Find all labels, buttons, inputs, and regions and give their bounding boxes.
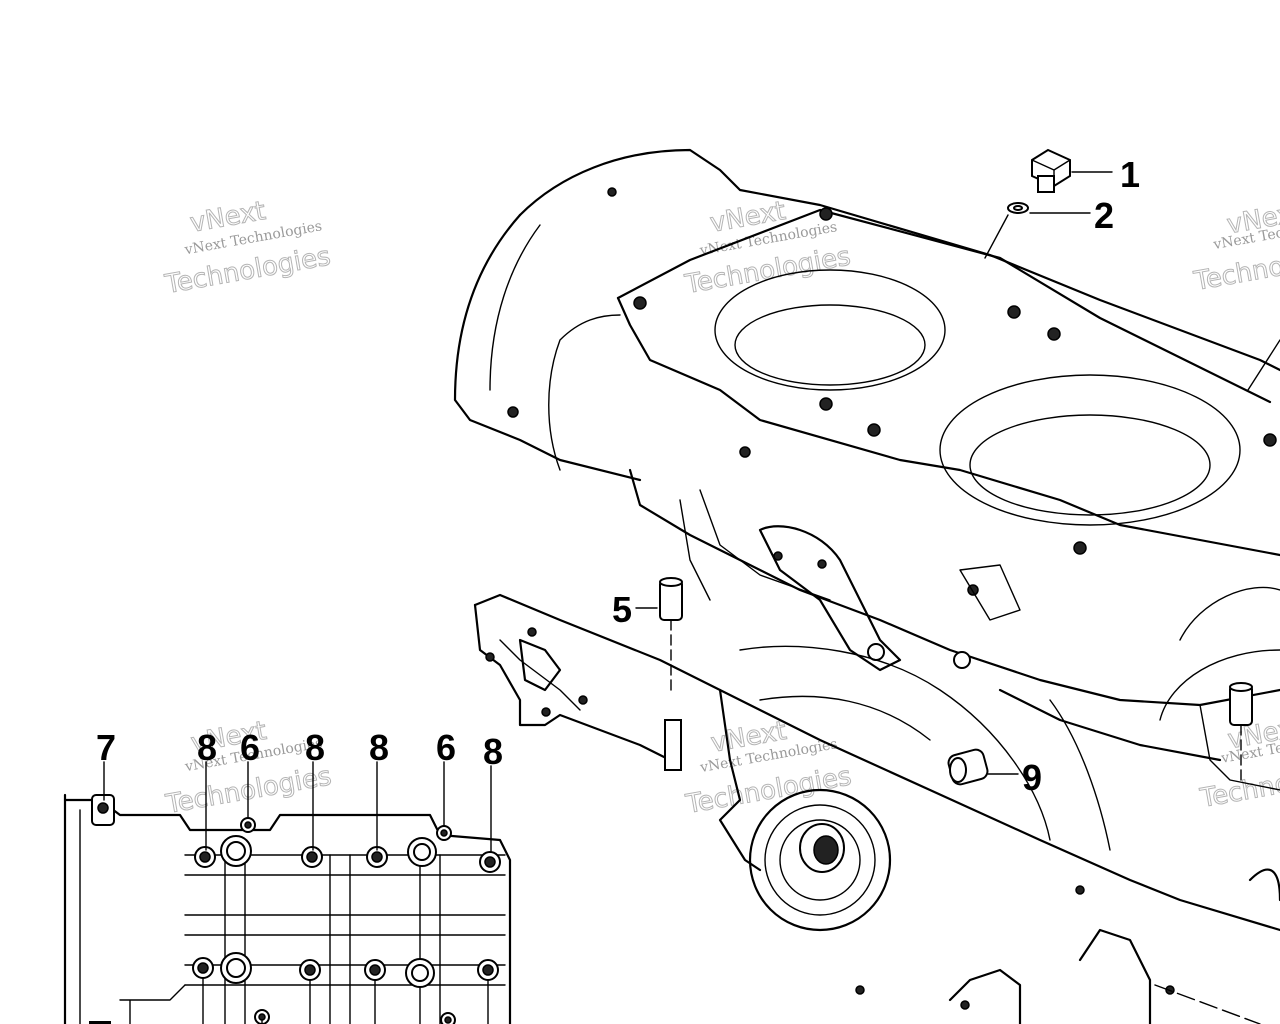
washer-hole <box>1013 205 1023 211</box>
drain-plug-part <box>1031 148 1071 193</box>
callout-8: 8 <box>197 727 217 768</box>
dowel-sleeve-part <box>947 748 989 786</box>
callout-5: 5 <box>612 589 632 630</box>
watermark-group-5: vNext vNext Technologies Technologies <box>682 715 854 820</box>
upper-crankcase <box>453 148 1280 721</box>
watermark-group-1: vNext vNext Technologies Technologies <box>162 196 334 301</box>
callout-labels: 1 2 5 9 7 8 6 8 8 6 8 <box>96 154 1140 798</box>
callout-7: 7 <box>96 727 116 768</box>
dowel-pin-part <box>659 577 683 771</box>
callout-2: 2 <box>1094 195 1114 236</box>
watermark-group-2: vNext vNext Technologies Technologies <box>682 196 854 301</box>
watermark-tech: Technologies <box>1197 755 1280 814</box>
callout-6: 6 <box>240 727 260 768</box>
callout-6: 6 <box>436 727 456 768</box>
watermark-group-3: vNext vNext Technologies Technologies <box>1191 197 1280 297</box>
callout-8: 8 <box>305 727 325 768</box>
leader-lines <box>103 171 1280 853</box>
callout-9: 9 <box>1022 757 1042 798</box>
dowel-pin-right <box>1229 682 1253 781</box>
callout-8: 8 <box>483 731 503 772</box>
lower-crankcase <box>473 593 1280 1024</box>
callout-8: 8 <box>369 727 389 768</box>
bolt-pattern-panel <box>63 793 512 1024</box>
callout-1: 1 <box>1120 154 1140 195</box>
